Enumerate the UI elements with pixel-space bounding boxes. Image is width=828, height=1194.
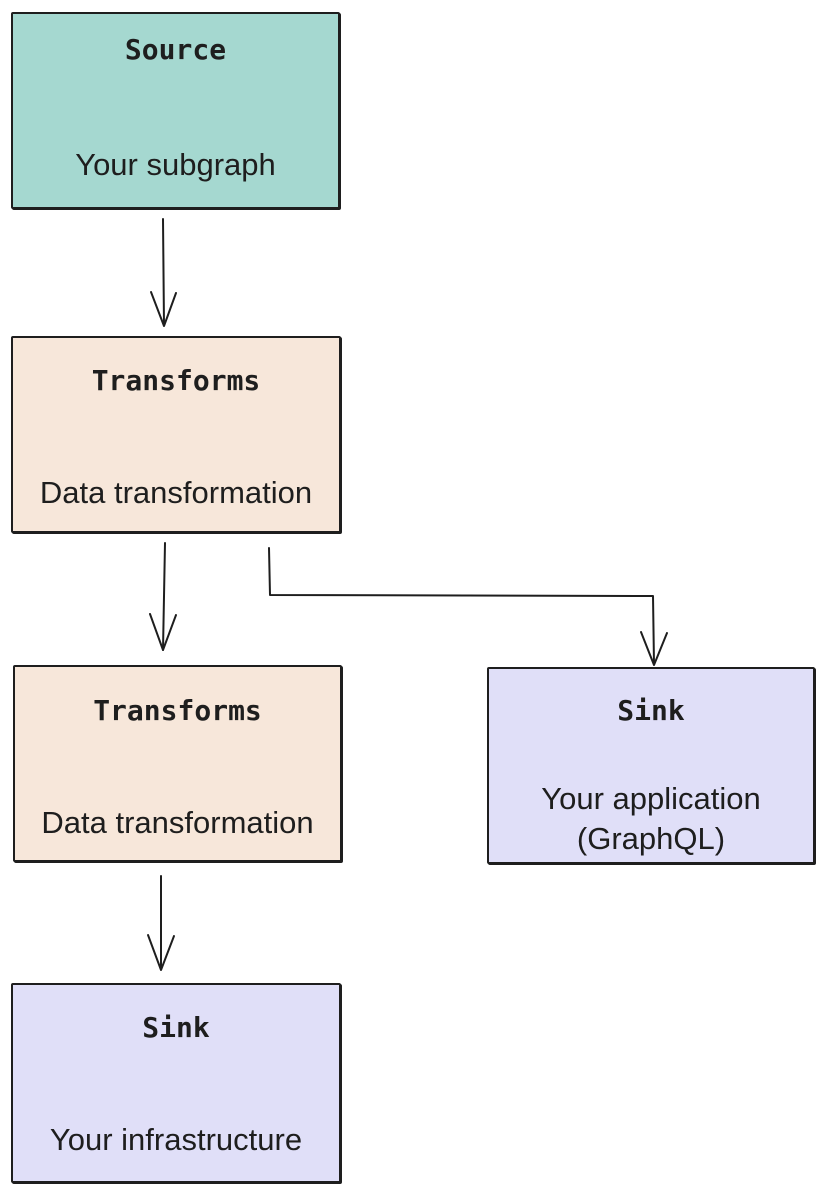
node-title: Transforms [93,694,262,727]
node-description: Your subgraph [75,147,276,182]
transforms-node-1: Transforms Data transformation [11,336,341,533]
node-description: Your infrastructure [49,1122,303,1157]
transforms-node-2: Transforms Data transformation [13,665,342,862]
node-description: Data transformation [41,805,314,840]
arrow-transforms-to-sink-infrastructure [147,875,175,971]
source-node: Source Your subgraph [11,12,340,209]
node-description: Data transformation [39,475,313,510]
node-title: Transforms [91,364,261,397]
node-title: Source [124,33,227,66]
node-title: Sink [617,694,685,727]
sink-infrastructure-node: Sink Your infrastructure [11,983,341,1183]
node-description-line-2: (GraphQL) [576,821,726,856]
arrow-transforms-to-transforms [149,542,177,651]
node-title: Sink [142,1011,210,1044]
node-description-line-1: Your application [541,781,761,816]
arrow-source-to-transforms [150,218,177,327]
arrow-transforms-to-sink-application [268,547,668,666]
sink-application-node: Sink Your application (GraphQL) [487,667,815,864]
